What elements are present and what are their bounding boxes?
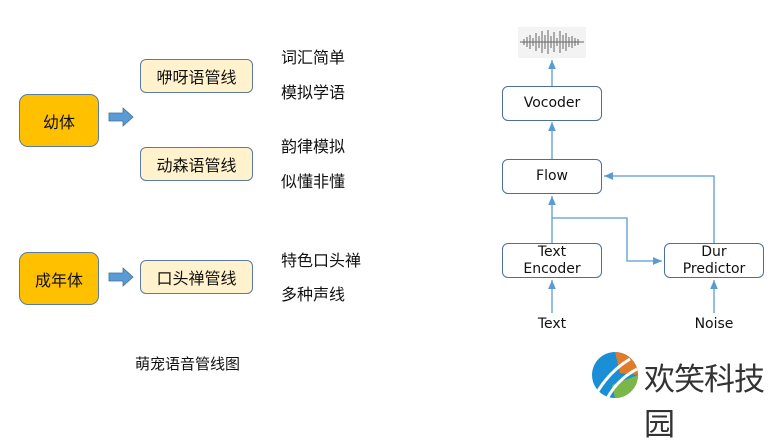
stage-label: 幼体 — [42, 112, 75, 132]
edge-dur-flow — [604, 172, 715, 243]
stage-adult: 成年体 — [19, 252, 99, 305]
pipeline-label: 咿呀语管线 — [156, 68, 237, 87]
pipeline-babble: 咿呀语管线 — [140, 59, 253, 93]
node-label: Vocoder — [523, 95, 581, 111]
waveform-icon — [520, 30, 584, 54]
watermark-logo-icon — [592, 352, 638, 398]
feature-text: 韵律模拟 — [281, 137, 346, 156]
node-label: Text — [537, 243, 567, 260]
watermark-text: 欢笑科技园 — [644, 362, 765, 443]
arrow-right-icon — [108, 107, 134, 127]
input-noise-label: Noise — [694, 316, 734, 332]
node-vocoder: Vocoder — [502, 86, 602, 121]
pipeline-catchphrase: 口头禅管线 — [140, 260, 253, 294]
feature-text: 特色口头禅 — [281, 251, 362, 270]
feature-text: 似懂非懂 — [281, 172, 346, 191]
arrow-right-icon — [108, 267, 134, 287]
diagram-caption: 萌宠语音管线图 — [135, 355, 241, 373]
flow-connectors — [518, 27, 718, 313]
node-label: Dur — [701, 243, 727, 260]
feature-text: 模拟学语 — [281, 83, 346, 102]
node-label: Predictor — [682, 260, 746, 277]
pipeline-label: 口头禅管线 — [156, 269, 237, 288]
node-label: Encoder — [523, 260, 581, 277]
node-flow: Flow — [502, 159, 602, 194]
stage-label: 成年体 — [34, 270, 83, 290]
stage-juvenile: 幼体 — [19, 94, 99, 147]
pipeline-label: 动森语管线 — [156, 156, 237, 175]
input-text-label: Text — [537, 316, 567, 332]
feature-text: 多种声线 — [281, 285, 346, 304]
block-arrows — [108, 107, 134, 287]
pipeline-animal-crossing: 动森语管线 — [140, 147, 253, 181]
edge-encoder-dur — [552, 217, 662, 265]
feature-text: 词汇简单 — [281, 48, 346, 67]
node-label: Flow — [536, 168, 568, 184]
